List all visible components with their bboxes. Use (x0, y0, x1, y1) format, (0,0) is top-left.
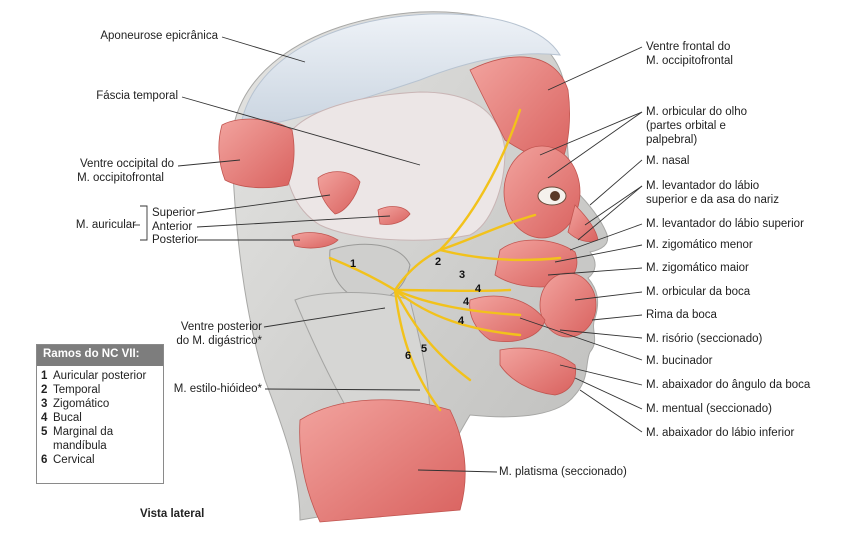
branch-number: 4 (463, 296, 470, 308)
label-ventre-occipital-1: Ventre occipital do (80, 158, 174, 170)
legend-item: 3 Zigomático (41, 397, 159, 411)
legend-item-number: 2 (41, 384, 48, 396)
branch-number: 5 (421, 343, 428, 355)
legend-item-number: 3 (41, 398, 48, 410)
label-nasal: M. nasal (646, 155, 690, 167)
legend-item-text: Cervical (53, 454, 95, 466)
branch-number: 4 (475, 283, 482, 295)
legend-title: Ramos do NC VII: (37, 345, 163, 366)
label-platisma: M. platisma (seccionado) (499, 466, 627, 478)
legend-item-text: Marginal da mandíbula (53, 426, 114, 452)
branch-number: 2 (435, 256, 442, 268)
branch-number: 4 (458, 315, 465, 327)
branch-number: 3 (459, 269, 466, 281)
label-ventre-occipital-2: M. occipitofrontal (77, 172, 164, 184)
label-ventre-frontal-2: M. occipitofrontal (646, 55, 733, 67)
label-levantador-asa-2: superior e da asa do nariz (646, 194, 779, 206)
legend-item-text: Bucal (53, 412, 82, 424)
legend-item-text: Temporal (53, 384, 101, 396)
label-auricular-anterior: Anterior (152, 221, 193, 233)
auricular-superior-shape (317, 171, 361, 215)
label-orbicular-olho-3: palpebral) (646, 134, 698, 146)
legend-item: 5 Marginal da mandíbula (41, 425, 159, 453)
legend-item-number: 1 (41, 370, 48, 382)
label-abaixador-labio: M. abaixador do lábio inferior (646, 427, 795, 439)
zygomatic-group-shape (494, 239, 578, 288)
auricular-posterior-shape (291, 232, 339, 249)
leader-lines-left (133, 36, 421, 391)
legend-item: 4 Bucal (41, 411, 159, 425)
label-orbicular-olho-1: M. orbicular do olho (646, 106, 747, 118)
label-risorio: M. risório (seccionado) (646, 333, 763, 345)
legend-item-number: 6 (41, 454, 48, 466)
label-zigomatico-menor: M. zigomático menor (646, 239, 753, 251)
label-m-auricular: M. auricular (75, 219, 136, 231)
label-orbicular-boca: M. orbicular da boca (646, 286, 751, 298)
branch-number: 1 (350, 258, 357, 270)
label-levantador-sup: M. levantador do lábio superior (646, 218, 804, 230)
orbicularis-oris-shape (539, 272, 597, 338)
label-fascia-temporal: Fáscia temporal (96, 90, 178, 102)
label-bucinador: M. bucinador (646, 355, 713, 367)
legend-list: 1 Auricular posterior 2 Temporal 3 Zigomáti… (37, 369, 163, 467)
depressor-shape (499, 347, 577, 396)
legend-item-text: Zigomático (53, 398, 110, 410)
legend-item-number: 5 (41, 426, 48, 438)
auricular-anterior-shape (377, 206, 411, 225)
label-ventre-frontal-1: Ventre frontal do (646, 41, 731, 53)
label-rima-boca: Rima da boca (646, 309, 717, 321)
legend-item-text: Auricular posterior (53, 370, 147, 382)
legend-item-number: 4 (41, 412, 48, 424)
label-aponeurose: Aponeurose epicrânica (100, 30, 218, 42)
label-auricular-superior: Superior (152, 207, 196, 219)
iris-shape (550, 191, 560, 201)
branch-number: 6 (405, 350, 412, 362)
occipital-belly-shape (218, 118, 295, 189)
label-abaixador-angulo: M. abaixador do ângulo da boca (646, 379, 811, 391)
aponeurosis-shape (239, 13, 561, 131)
label-orbicular-olho-2: (partes orbital e (646, 120, 726, 132)
platysma-shape (299, 399, 466, 523)
label-zigomatico-maior: M. zigomático maior (646, 262, 749, 274)
view-label: Vista lateral (140, 508, 205, 520)
label-ventre-posterior-1: Ventre posterior (180, 321, 262, 333)
label-ventre-posterior-2: do M. digástrico* (176, 335, 262, 347)
label-levantador-asa-1: M. levantador do lábio (646, 180, 760, 192)
legend-item: 2 Temporal (41, 383, 159, 397)
label-auricular-posterior: Posterior (152, 234, 199, 246)
label-estilo-hioideo: M. estilo-hióideo* (173, 383, 262, 395)
legend-item: 1 Auricular posterior (41, 369, 159, 383)
leader-lines-right (417, 46, 643, 473)
facial-nerve-branches (328, 108, 562, 412)
label-mentual: M. mentual (seccionado) (646, 403, 772, 415)
legend-item: 6 Cervical (41, 453, 159, 467)
